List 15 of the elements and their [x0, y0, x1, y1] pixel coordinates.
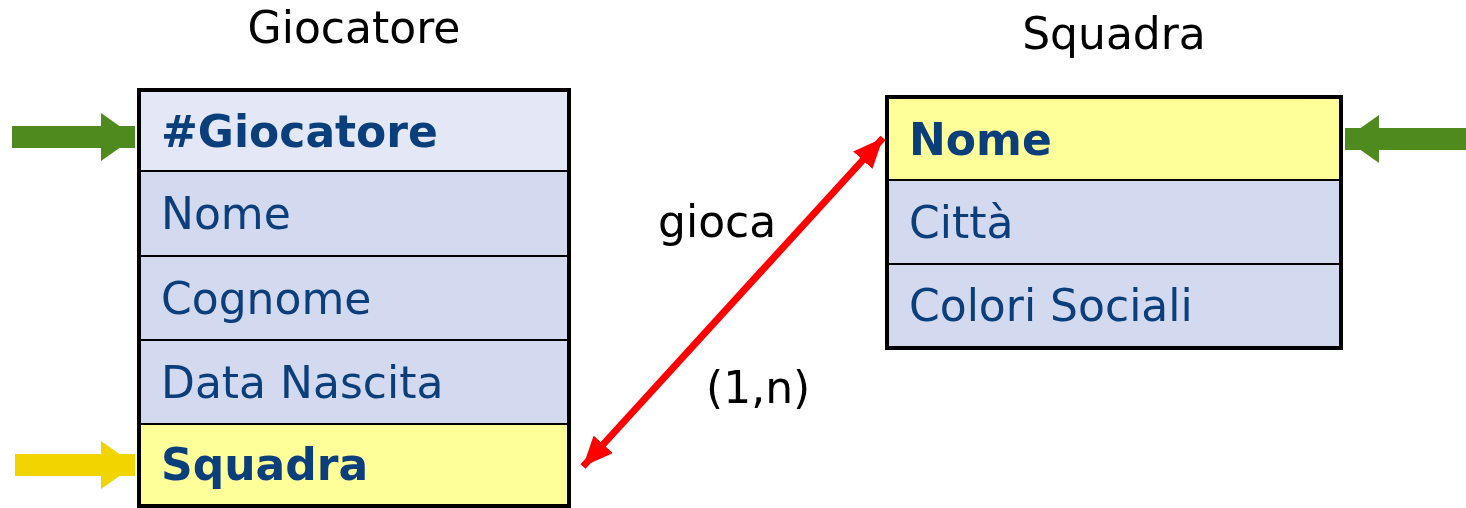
- field-row: Nome: [137, 172, 571, 257]
- cardinality-label: (1,n): [706, 366, 811, 410]
- block-arrow: [12, 113, 135, 161]
- table-title: Squadra: [1021, 8, 1207, 59]
- field-row: Cognome: [137, 257, 571, 341]
- field-row: Città: [885, 181, 1343, 265]
- key-field-row: Nome: [885, 95, 1343, 181]
- field-row: Data Nascita: [137, 341, 571, 425]
- table-title: Giocatore: [246, 2, 462, 53]
- key-field-row: #Giocatore: [137, 88, 571, 172]
- field-row: Colori Sociali: [885, 265, 1343, 350]
- key-field-row: Squadra: [137, 425, 571, 508]
- block-arrow: [1345, 115, 1466, 163]
- arrow: [580, 135, 886, 469]
- block-arrow: [15, 441, 135, 489]
